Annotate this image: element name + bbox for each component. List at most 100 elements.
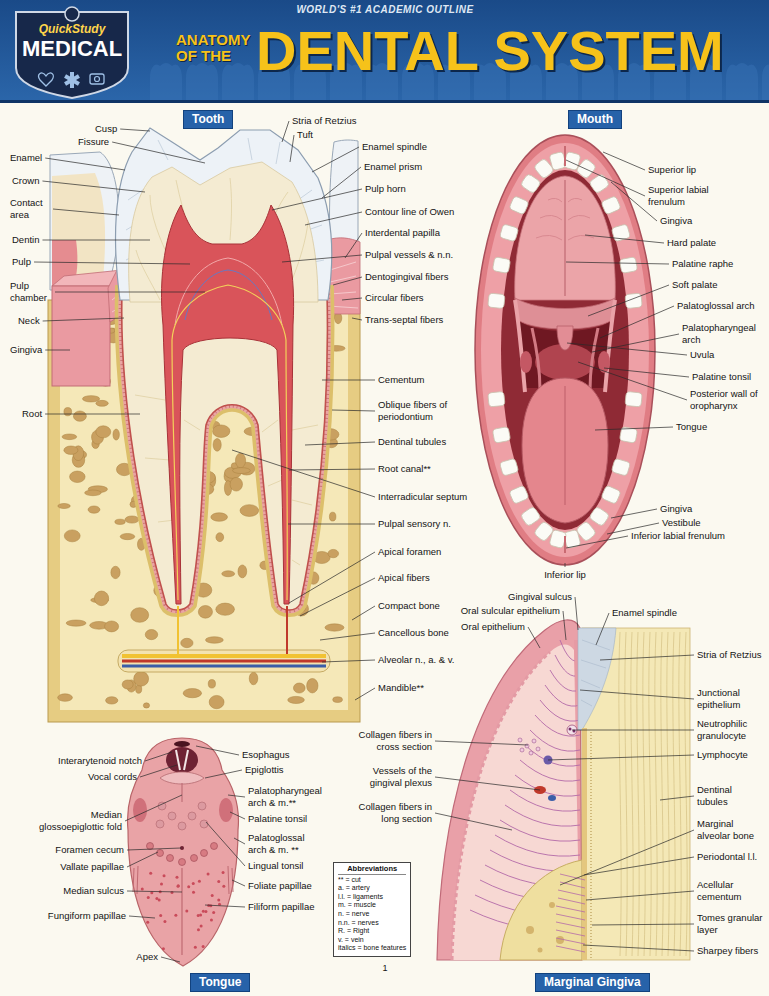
bone-cavity [333,697,343,703]
label-holder: Oral sulcular epithelium [461,605,560,617]
collagen-fiber [525,745,580,766]
leader-line [355,688,375,700]
label-holder: Enamel spindle [362,141,427,153]
tongue-view-part-part [133,868,134,892]
part-label: Pulpal vessels & n.n. [365,249,453,261]
papilla-dot [204,910,207,913]
leader-line [435,813,512,830]
marginal-gingiva-view-part [569,728,572,731]
part-label: Interradicular septum [378,491,467,503]
abbreviation-entry: v. = vein [338,936,406,945]
tongue-view-part [219,798,233,822]
part-label: Pulp [12,256,31,268]
mouth-view-part [605,300,615,392]
part-label: Palatoglossal arch & m. ** [248,832,318,856]
collagen-fiber [545,685,580,706]
leader-line [528,627,540,648]
part-label: Gingiva [660,503,692,515]
bone-cavity [222,571,235,577]
collagen-fiber [515,775,580,796]
mouth-tooth [499,458,518,476]
part-label: Cancellous bone [378,627,449,639]
papilla-dot [187,885,190,888]
label-holder: Periodontal l.l. [697,851,757,863]
dentin-tubule [643,632,645,956]
tooth-section-part-part [184,420,200,430]
camera-lens [95,77,100,82]
tooth-section-part-part [185,270,272,320]
header-tooth [762,63,769,100]
collagen-fiber [510,790,580,811]
mouth-view-part [536,198,594,240]
dentin-tubule [667,632,669,956]
star-arm [64,74,80,85]
page-number: 1 [382,962,387,974]
part-label: Compact bone [378,600,440,612]
bone-cavity [88,506,100,513]
part-label: Palatine tonsil [248,813,307,825]
bone-cavity [96,400,108,406]
leader-line [566,160,645,196]
leader-line [120,129,150,131]
bone-cavity [288,696,305,703]
part-label: Lymphocyte [697,749,748,761]
label-holder: Sharpey fibers [697,945,758,957]
label-holder: Dentinal tubules [697,784,763,808]
label-holder: Palatoglossal arch [677,300,755,312]
panel-title: Tooth [192,112,224,126]
leader-line [234,838,245,844]
label-holder: Compact bone [378,600,440,612]
label-holder: Palatoglossal arch & m. ** [248,832,318,856]
part-label: Vocal cords [88,771,137,783]
label-holder: Median sulcus [63,885,124,897]
tooth-section-part [122,665,326,668]
marginal-gingiva-view-part-part [532,739,536,743]
leader-line [42,240,150,241]
label-holder: Vallate papillae [60,861,124,873]
part-label: Gingiva [660,215,692,227]
label-holder: Root [22,408,42,420]
part-label: Enamel [10,152,42,164]
papilla-dot [212,911,215,914]
leader-line [289,552,375,603]
mouth-tooth [533,521,554,542]
tooth-section-part-part [175,258,282,325]
tongue-view-part [166,747,198,773]
leader-line [322,660,375,662]
leader-line [611,509,657,518]
marginal-gingiva-view-part-part [581,680,600,688]
leader-line [290,135,294,162]
part-label: Dentin [12,234,39,246]
leader-line [567,343,687,355]
marginal-gingiva-view-part-part [520,748,524,752]
mouth-tooth [509,196,529,215]
label-holder: Gingiva [660,215,692,227]
part-label: Fissure [78,136,109,148]
tongue-view-part [133,798,147,822]
marginal-gingiva-view-part-part [581,660,606,668]
tongue-view-part [133,866,233,894]
part-label: Marginal alveolar bone [697,818,763,842]
mouth-tooth [601,196,621,215]
mouth-view-part [475,135,655,565]
tongue-view-part [181,868,182,955]
part-label: Periodontal l.l. [697,851,757,863]
mouth-tooth [492,427,510,444]
marginal-gingiva-view-part-part [529,751,533,755]
series-tagline: WORLD'S #1 ACADEMIC OUTLINE [296,4,473,16]
part-label: Stria of Retzius [292,115,356,127]
leader-line [53,209,119,215]
label-holder: ANATOMY OF THE [176,32,256,64]
papilla-dot [194,946,197,949]
tooth-section-part [162,205,294,604]
tooth-section-part [122,292,328,610]
label-holder: Interdental papilla [365,227,440,239]
marginal-gingiva-view-part-part [558,890,585,896]
leader-line [232,450,375,497]
bone-cavity [213,425,230,438]
tongue-view-part-part [178,822,186,830]
tongue-view-part-part [156,820,164,828]
part-label: Mandible** [378,682,424,694]
abbreviation-entry: n. = nerve [338,910,406,919]
part-label: Palatoglossal arch [677,300,755,312]
